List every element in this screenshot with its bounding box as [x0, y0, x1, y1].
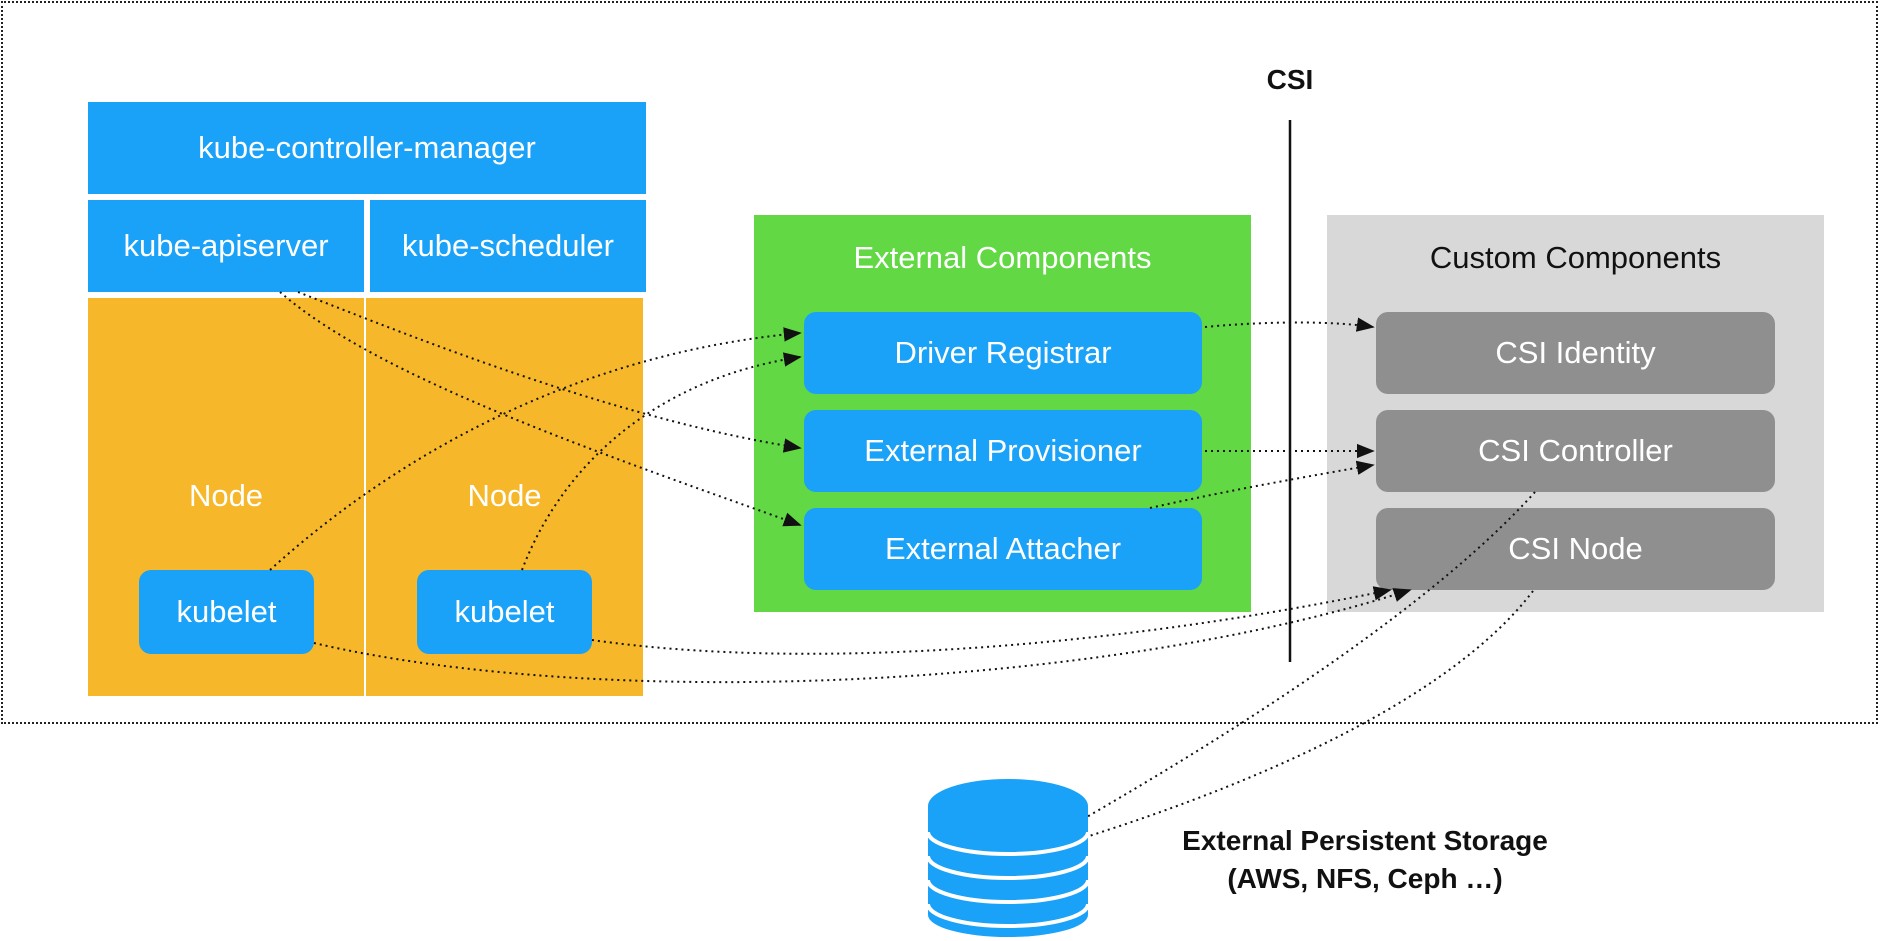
csi-node-box: CSI Node	[1376, 508, 1775, 590]
arrow-kubelet2-to-csinode	[591, 586, 1392, 655]
storage-label-line2: (AWS, NFS, Ceph …)	[1227, 863, 1503, 894]
csi-controller-box: CSI Controller	[1376, 410, 1775, 492]
arrow-apiserver-to-attacher	[279, 291, 802, 527]
kube-controller-manager-box: kube-controller-manager	[88, 102, 646, 194]
arrow-kubelet2-to-registrar	[521, 352, 802, 571]
node-label-2: Node	[467, 478, 542, 513]
custom-components-title: Custom Components	[1429, 240, 1722, 275]
arrow-registrar-to-identity	[1204, 317, 1375, 332]
cluster-boundary	[1, 1, 1878, 724]
external-components-title: External Components	[853, 240, 1152, 275]
csi-identity-box: CSI Identity	[1376, 312, 1775, 394]
arrow-attacher-to-controller	[1149, 460, 1375, 509]
storage-label-line1: External Persistent Storage	[1182, 825, 1548, 856]
kubelet-box-2: kubelet	[417, 570, 592, 654]
kubelet-box-1: kubelet	[139, 570, 314, 654]
storage-label: External Persistent Storage (AWS, NFS, C…	[1140, 822, 1590, 898]
kube-apiserver-box: kube-apiserver	[88, 200, 364, 292]
arrow-apiserver-to-provisioner	[297, 291, 802, 453]
external-provisioner-box: External Provisioner	[804, 410, 1202, 492]
arrow-kubelet1-to-csinode	[313, 588, 1412, 684]
external-attacher-box: External Attacher	[804, 508, 1202, 590]
csi-divider-label: CSI	[1266, 64, 1314, 95]
storage-cylinder-icon	[926, 779, 1090, 937]
node-label-1: Node	[188, 478, 264, 513]
arrow-controller-to-storage	[1016, 491, 1536, 857]
arrow-csinode-to-storage	[1028, 590, 1534, 857]
kube-scheduler-box: kube-scheduler	[370, 200, 646, 292]
driver-registrar-box: Driver Registrar	[804, 312, 1202, 394]
arrow-kubelet1-to-registrar	[269, 327, 802, 571]
